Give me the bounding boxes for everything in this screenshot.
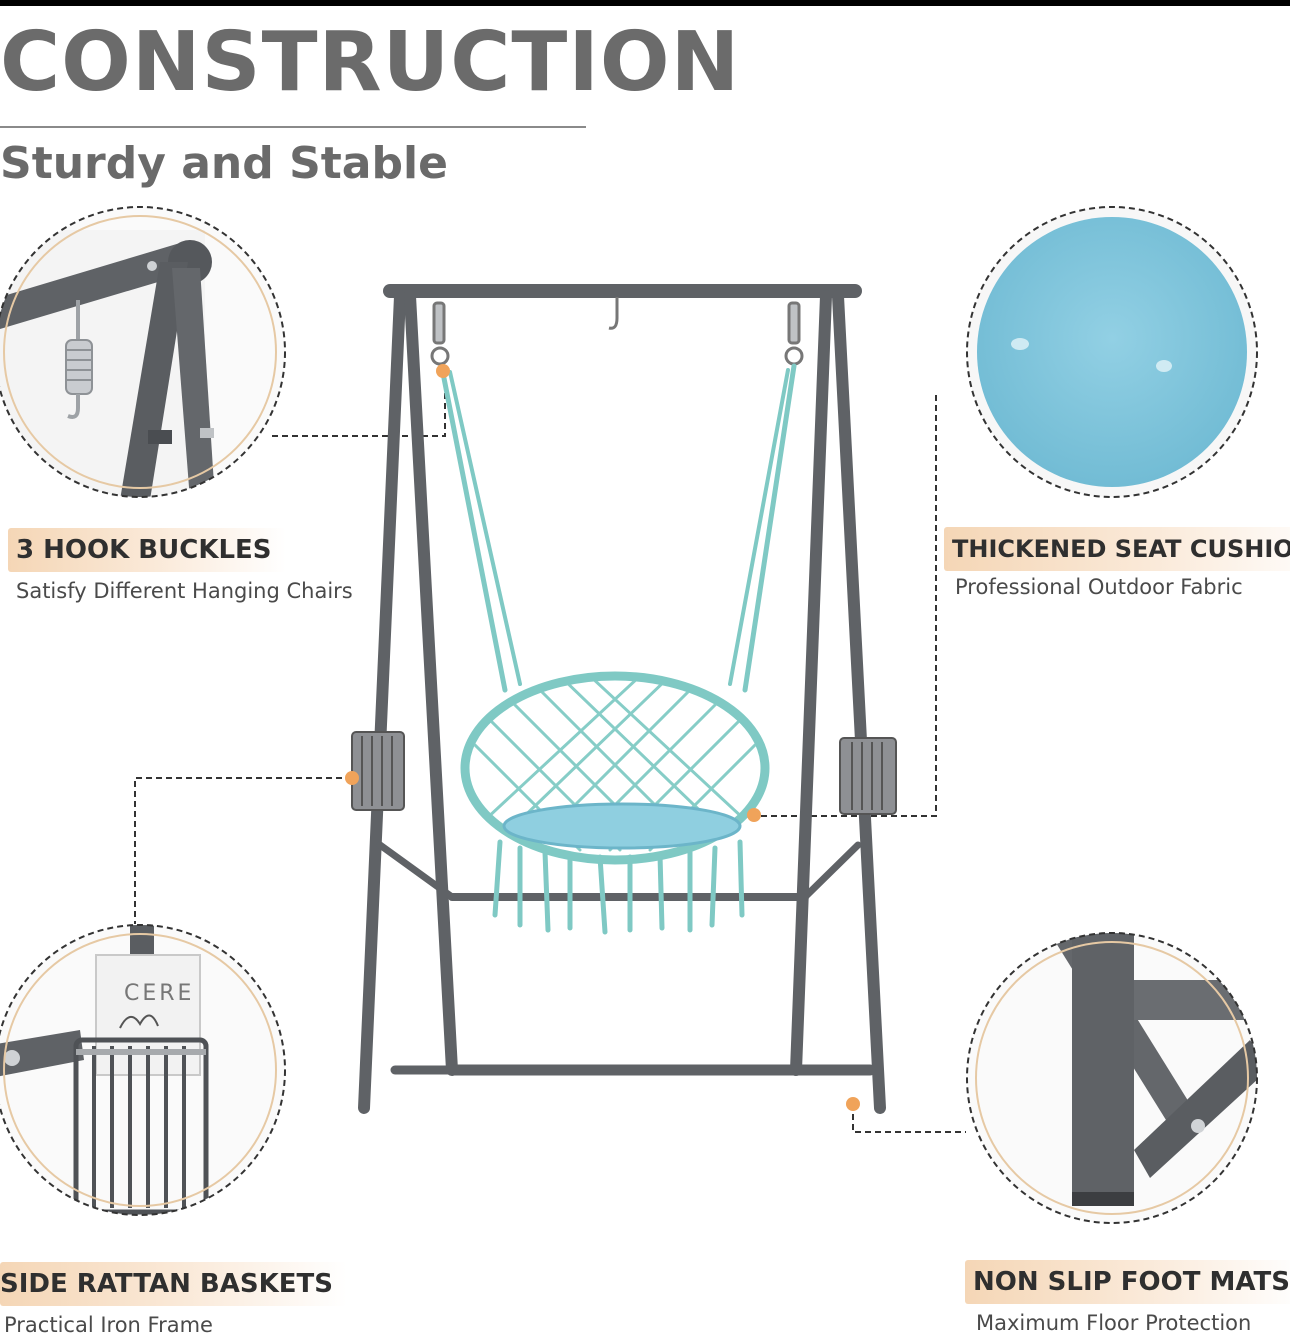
- hooks-feature-desc: Satisfy Different Hanging Chairs: [16, 579, 353, 603]
- detail-seat-fabric: [966, 206, 1258, 498]
- page-subtitle: Sturdy and Stable: [0, 138, 448, 189]
- feet-feature-desc: Maximum Floor Protection: [976, 1311, 1252, 1335]
- magazine-cover-text: CERE: [124, 981, 194, 1006]
- feet-feature-title: NON SLIP FOOT MATS: [965, 1260, 1290, 1304]
- callout-markers: [345, 364, 860, 1111]
- baskets-feature-desc: Practical Iron Frame: [4, 1313, 213, 1337]
- right-basket-mini: [839, 737, 897, 815]
- detail-rattan-basket: CERE: [0, 924, 286, 1216]
- left-basket-mini: [351, 731, 405, 811]
- baskets-feature-title: SIDE RATTAN BASKETS: [0, 1262, 347, 1306]
- hook-hardware: [430, 297, 804, 366]
- top-border: [0, 0, 1290, 6]
- swing-frame: [358, 284, 886, 1114]
- hooks-feature-title: 3 HOOK BUCKLES: [8, 528, 286, 572]
- detail-hook-buckles: [0, 206, 286, 498]
- page-title: CONSTRUCTION: [0, 15, 741, 110]
- title-divider: [0, 126, 586, 128]
- hanging-chair: [439, 363, 797, 935]
- cushion-feature-title: THICKENED SEAT CUSHIONS: [944, 527, 1290, 571]
- cushion-feature-desc: Professional Outdoor Fabric: [955, 575, 1243, 599]
- detail-foot-mats: [966, 932, 1258, 1224]
